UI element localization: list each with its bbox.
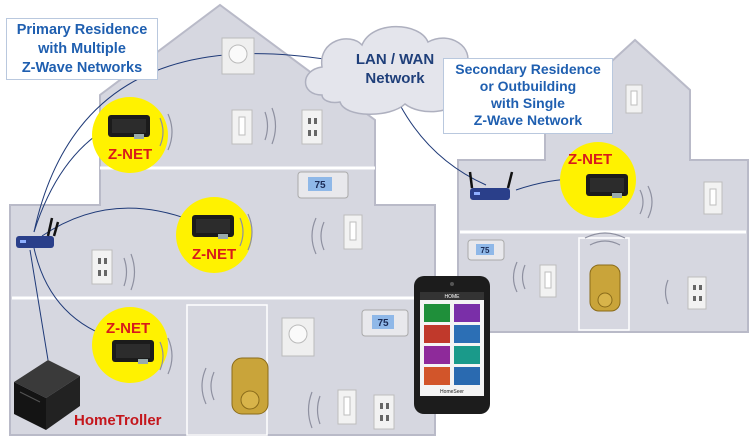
switch-1: [231, 109, 253, 145]
motion-sensors: [221, 37, 315, 357]
door-lock-secondary: [589, 264, 621, 312]
znet-label-mid: Z-NET: [192, 246, 237, 263]
phone-tile: [454, 325, 480, 343]
znet-devices: [108, 115, 628, 364]
secondary-residence-label: Secondary Residence or Outbuilding with …: [455, 61, 601, 128]
phone-tile: [454, 346, 480, 364]
door-lock-primary: [231, 357, 269, 415]
phone-tile: [424, 304, 450, 322]
router-secondary: [468, 171, 514, 200]
znet-label-top: Z-NET: [108, 146, 153, 163]
door-locks: [231, 264, 621, 415]
thermostat-3-readout: 75: [481, 246, 490, 255]
switch-3: [337, 389, 357, 425]
link-cloud-secondary: [399, 104, 487, 186]
phone-tile: [424, 346, 450, 364]
secondary-residence-callout: Secondary Residence or Outbuilding with …: [443, 58, 613, 134]
secondary-door: [578, 237, 630, 331]
switch-6: [539, 264, 557, 298]
switch-4: [625, 84, 643, 114]
cloud-label: LAN / WAN Network: [355, 51, 435, 87]
link-primary-cloud: [33, 53, 331, 233]
thermostat-bodies: [297, 171, 505, 337]
thermostat-readouts: 75 75 75: [314, 180, 490, 329]
outlet-1: [301, 109, 323, 145]
znet-device-mid: [192, 215, 234, 239]
znet-device-secondary: [586, 174, 628, 198]
hometroller-label: HomeTroller: [74, 412, 162, 429]
router-primary: [16, 217, 60, 248]
thermostat-2-readout: 75: [377, 318, 389, 329]
motion-sensor-1: [221, 37, 255, 75]
primary-residence-callout: Primary Residence with Multiple Z-Wave N…: [6, 18, 158, 80]
outlet-2: [91, 249, 113, 285]
znet-label-secondary: Z-NET: [568, 151, 613, 168]
link-controller: [29, 249, 49, 361]
hometroller-box: [14, 360, 80, 430]
znet-device-bot: [112, 340, 154, 364]
phone-tile: [424, 367, 450, 385]
thermostat-2-screen: [372, 315, 394, 329]
thermostat-1-readout: 75: [314, 180, 326, 191]
phone-header: HOME: [445, 294, 461, 300]
primary-residence-label: Primary Residence with Multiple Z-Wave N…: [16, 22, 148, 76]
outlet-4: [687, 276, 707, 310]
phone-tile: [454, 304, 480, 322]
thermostat-3-screen: [476, 244, 494, 255]
wireless-waves: [123, 81, 669, 429]
switch-5: [703, 181, 723, 215]
outlet-3: [373, 394, 395, 430]
motion-sensor-2: [281, 317, 315, 357]
thermostat-1-screen: [308, 177, 332, 191]
phone-tile: [424, 325, 450, 343]
phone-tiles: [424, 304, 480, 385]
wall-devices: [91, 84, 723, 430]
znet-label-bot: Z-NET: [106, 320, 151, 337]
switch-2: [343, 214, 363, 250]
phone-tile: [454, 367, 480, 385]
phone-footer: HomeSeer: [440, 389, 464, 395]
znet-device-top: [108, 115, 150, 139]
